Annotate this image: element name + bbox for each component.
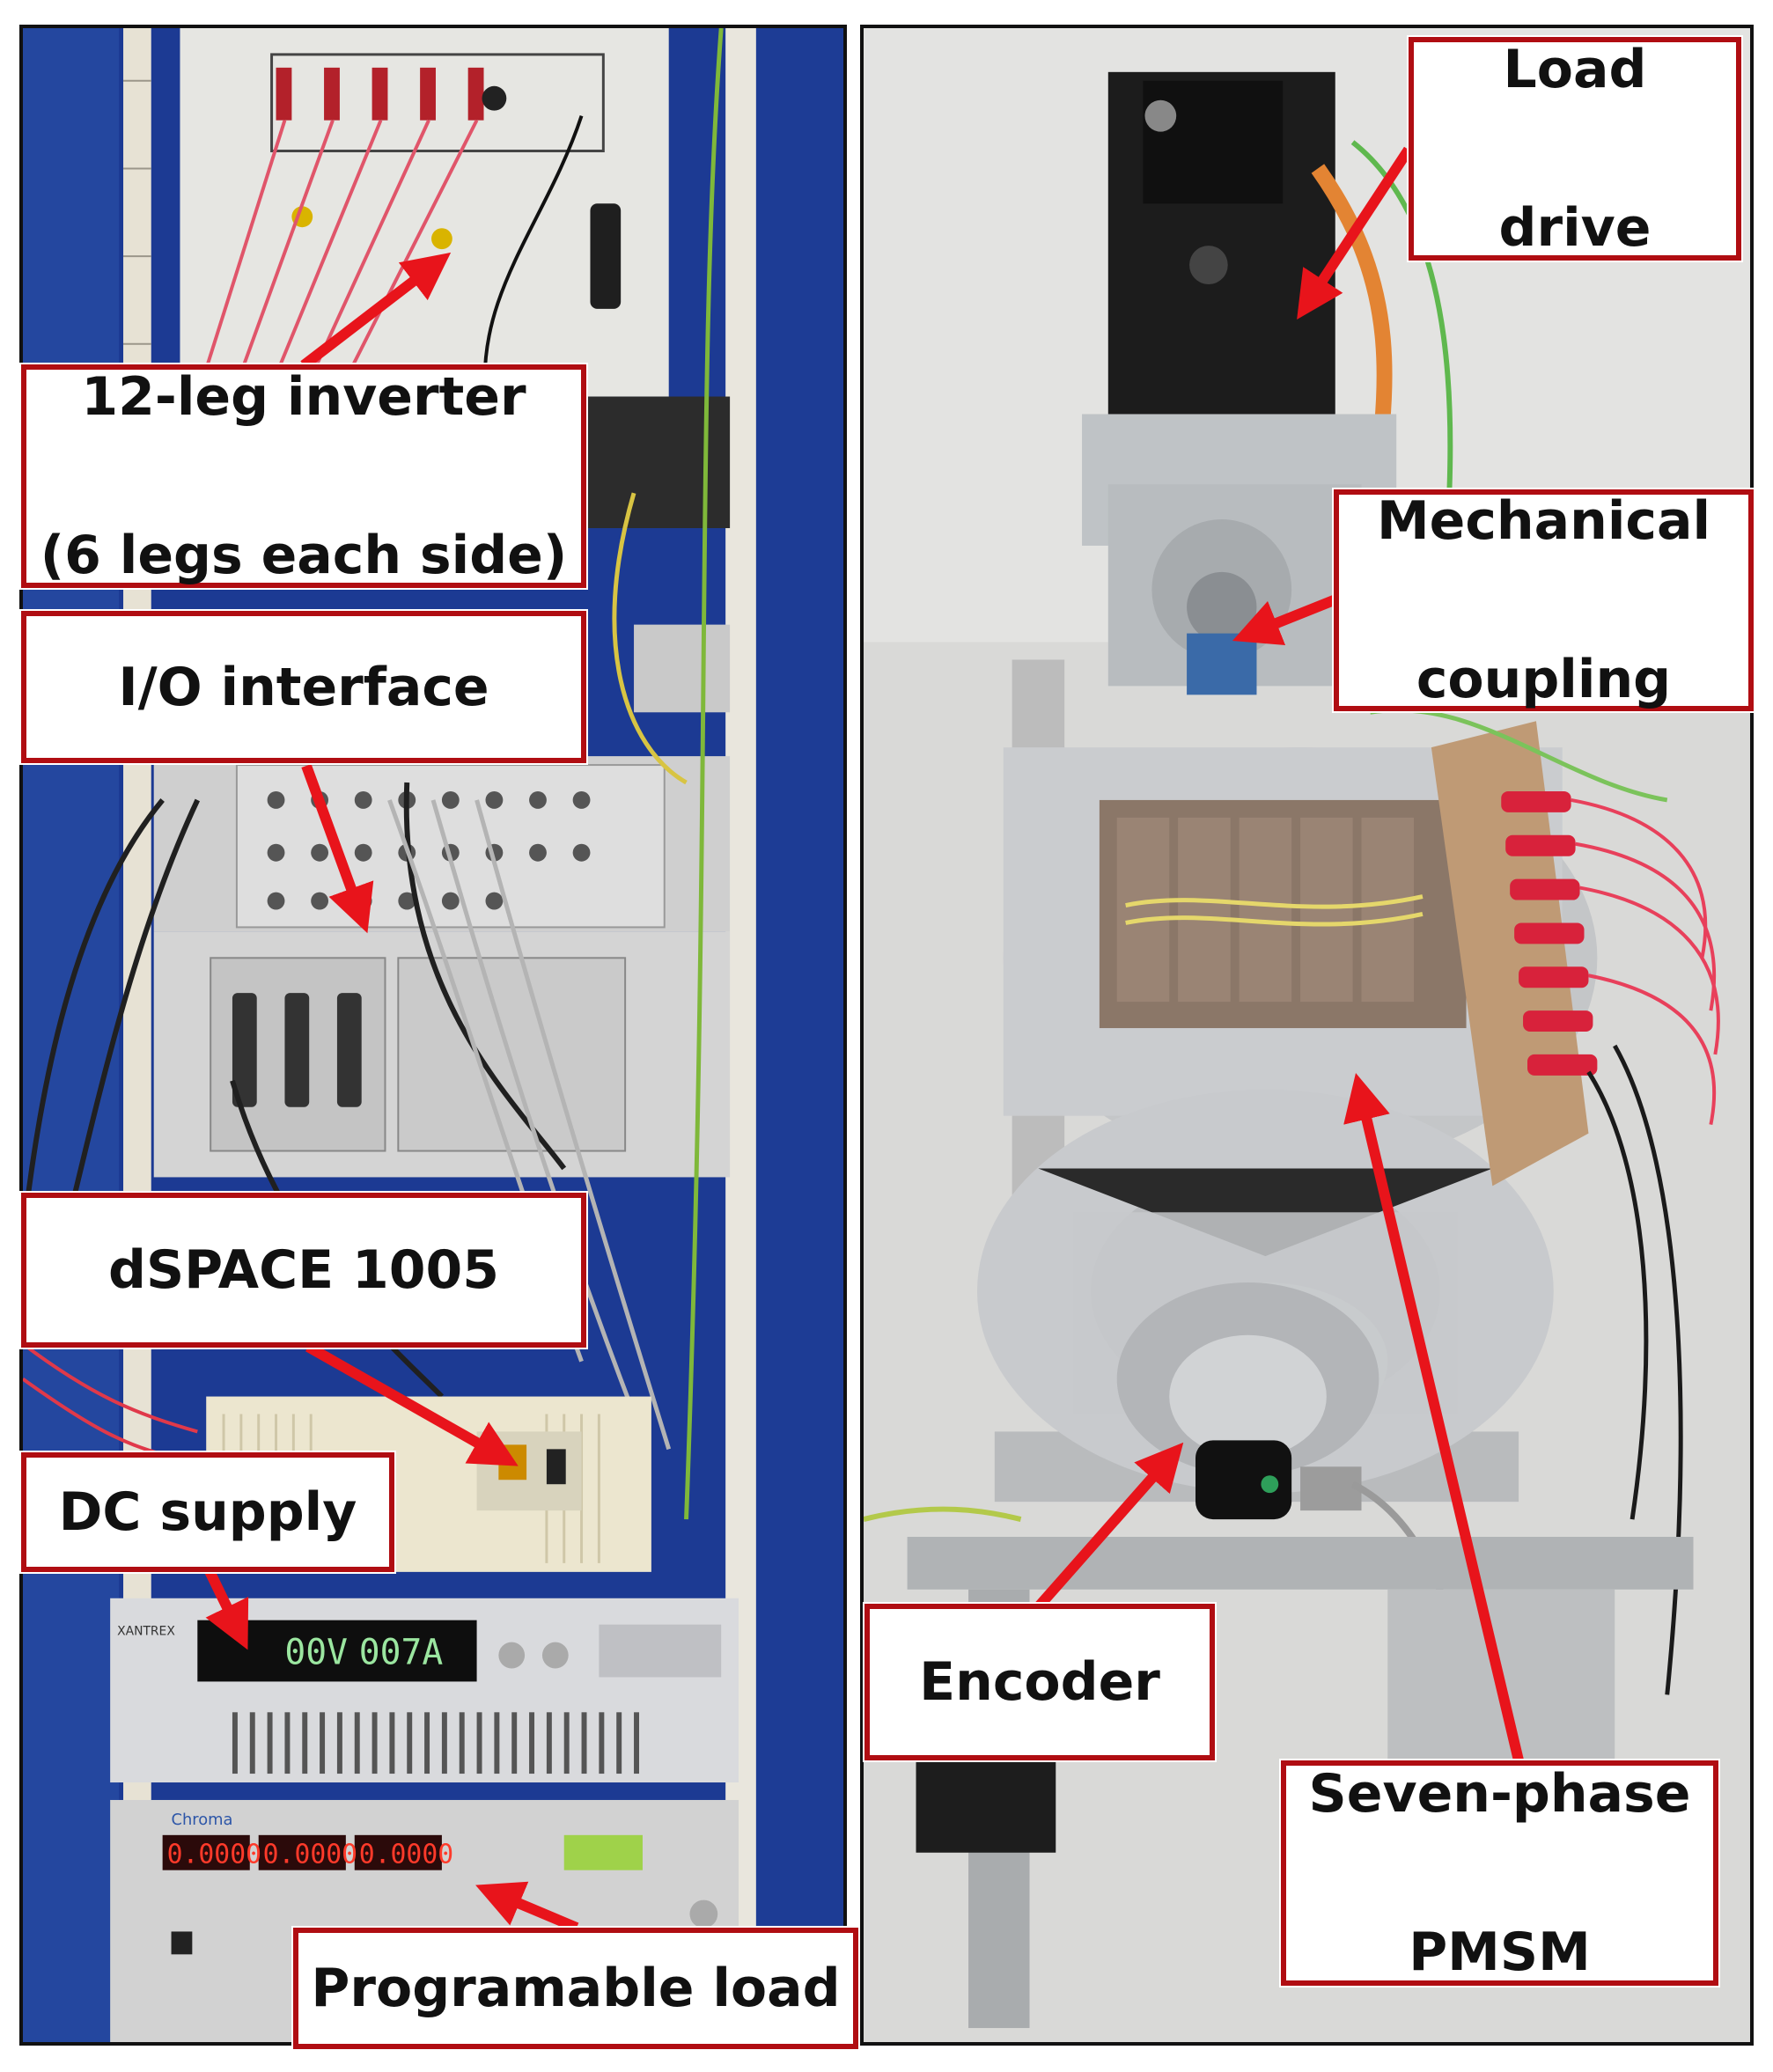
photo-rack-panel: 00V 007A XANTREX Chroma 0.0000 0.0000 0.…	[19, 25, 847, 2046]
io-interface-label: I/O interface	[21, 611, 586, 763]
load-display-3: 0.0000	[359, 1840, 453, 1870]
load-display-1: 0.0000	[167, 1840, 261, 1870]
pmsm-label: Seven-phase PMSM	[1281, 1760, 1718, 1986]
load-display-2: 0.0000	[263, 1840, 357, 1870]
coupling-label-line2: coupling	[1416, 649, 1672, 710]
inverter-label-line2: (6 legs each side)	[40, 525, 568, 586]
load-drive-label: Load drive	[1409, 37, 1741, 261]
dc-brand-label: XANTREX	[117, 1625, 175, 1639]
dspace-label: dSPACE 1005	[21, 1193, 586, 1348]
inverter-label-line1: 12-leg inverter	[81, 366, 526, 428]
encoder-label: Encoder	[864, 1604, 1215, 1760]
coupling-label: Mechanical coupling	[1334, 489, 1754, 711]
inverter-label: 12-leg inverter (6 legs each side)	[21, 364, 586, 588]
load-drive-label-line1: Load	[1503, 39, 1647, 100]
coupling-label-line1: Mechanical	[1376, 490, 1711, 552]
pmsm-label-line1: Seven-phase	[1308, 1763, 1691, 1825]
rack-photo: 00V 007A XANTREX Chroma 0.0000 0.0000 0.…	[23, 28, 843, 2042]
dc-supply-label: DC supply	[21, 1452, 394, 1572]
programable-load-label: Programable load	[293, 1928, 858, 2049]
pmsm-label-line2: PMSM	[1409, 1921, 1591, 1983]
dc-volt-display: 00V	[284, 1632, 348, 1672]
load-brand-label: Chroma	[172, 1811, 233, 1829]
load-drive-label-line2: drive	[1498, 197, 1652, 259]
dc-amp-display: 007A	[359, 1632, 444, 1672]
